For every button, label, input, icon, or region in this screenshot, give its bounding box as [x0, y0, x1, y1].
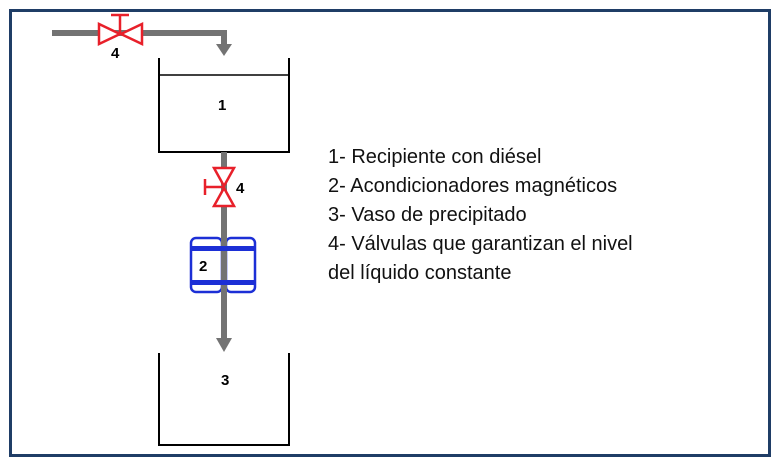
- middle-valve-icon: [203, 166, 237, 208]
- magnetic-conditioner-icon: [189, 236, 257, 294]
- legend-item-container: 1- Recipiente con diésel: [328, 146, 542, 168]
- beaker: [158, 353, 290, 446]
- container-label: 1: [218, 97, 226, 114]
- legend-item-valves: 4- Válvulas que garantizan el nivel: [328, 233, 633, 255]
- beaker-label: 3: [221, 372, 229, 389]
- legend-item-beaker: 3- Vaso de precipitado: [328, 204, 527, 226]
- diagram-frame: [9, 9, 771, 457]
- middle-valve-label: 4: [236, 180, 245, 197]
- top-valve-icon: [97, 13, 144, 46]
- top-valve-label: 4: [111, 45, 120, 62]
- legend: 1- Recipiente con diésel 2- Acondicionad…: [328, 143, 758, 288]
- conditioner-label: 2: [199, 258, 207, 275]
- legend-item-conditioners: 2- Acondicionadores magnéticos: [328, 175, 618, 197]
- legend-item-valves-continued: del líquido constante: [328, 262, 512, 284]
